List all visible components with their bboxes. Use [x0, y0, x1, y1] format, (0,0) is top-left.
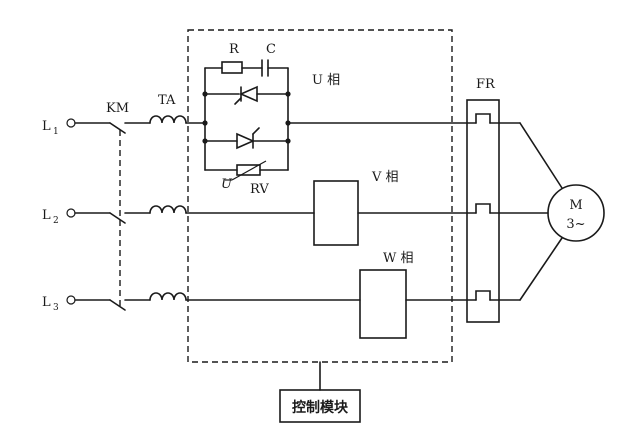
feeder-w [519, 237, 563, 301]
motor: M 3~ [547, 184, 605, 242]
thyristor-2-gate [252, 127, 260, 135]
fr-element-u [475, 113, 491, 124]
label-r: R [229, 42, 240, 57]
label-fr: FR [476, 77, 496, 92]
terminal-l1-letter: L [42, 119, 51, 134]
thyristor-2 [236, 132, 255, 150]
resistor-r [221, 61, 243, 74]
contact-l2 [109, 212, 126, 224]
w-phase-network: W 相 [185, 251, 477, 339]
fr-element-w [475, 290, 491, 301]
terminal-l3: L 3 [42, 295, 76, 313]
motor-feeders [489, 122, 563, 301]
terminal-l3-letter: L [42, 295, 51, 310]
terminal-l2-circle [66, 208, 76, 218]
contact-l1 [109, 122, 126, 134]
control-module-label: 控制模块 [292, 399, 349, 416]
varistor-slash [231, 160, 267, 181]
terminal-l2-letter: L [42, 208, 51, 223]
control-module: 控制模块 [279, 361, 361, 423]
ta-coil-l3 [149, 292, 187, 301]
label-ta: TA [158, 93, 176, 108]
label-u-symbol: U [221, 177, 233, 192]
ta-coil-l1 [149, 115, 187, 124]
label-w-phase: W 相 [383, 251, 414, 266]
w-phase-block [359, 269, 407, 339]
terminal-l3-sub: 3 [53, 303, 59, 313]
terminal-l1: L 1 [42, 118, 76, 137]
label-u-phase: U 相 [312, 73, 340, 88]
fr-frame [466, 99, 500, 323]
terminal-l1-circle [66, 118, 76, 128]
fr-element-v [475, 203, 491, 214]
motor-circle [547, 184, 605, 242]
label-rv: RV [250, 182, 269, 197]
control-module-box [279, 389, 361, 423]
motor-label-m: M [569, 198, 582, 213]
current-transformers-ta [124, 115, 187, 301]
contactor-km [74, 122, 126, 311]
soft-starter-module-boundary [187, 29, 453, 363]
contact-l3 [109, 299, 126, 311]
terminal-l2: L 2 [42, 208, 76, 226]
label-c: C [266, 42, 276, 57]
terminal-l2-sub: 2 [53, 216, 59, 226]
thyristor-1 [239, 85, 258, 103]
motor-label-spec: 3~ [566, 217, 585, 232]
terminal-l3-circle [66, 295, 76, 305]
v-phase-network: V 相 [185, 170, 477, 246]
v-phase-block [313, 180, 359, 246]
thyristor-1-gate [234, 97, 242, 105]
feeder-u [519, 122, 563, 189]
terminal-l1-sub: 1 [53, 127, 59, 137]
ta-coil-l2 [149, 205, 187, 214]
u-phase-network: R C U RV U 相 [185, 42, 477, 197]
label-km: KM [106, 101, 129, 116]
label-v-phase: V 相 [371, 170, 399, 185]
thermal-relay-fr [466, 99, 500, 323]
